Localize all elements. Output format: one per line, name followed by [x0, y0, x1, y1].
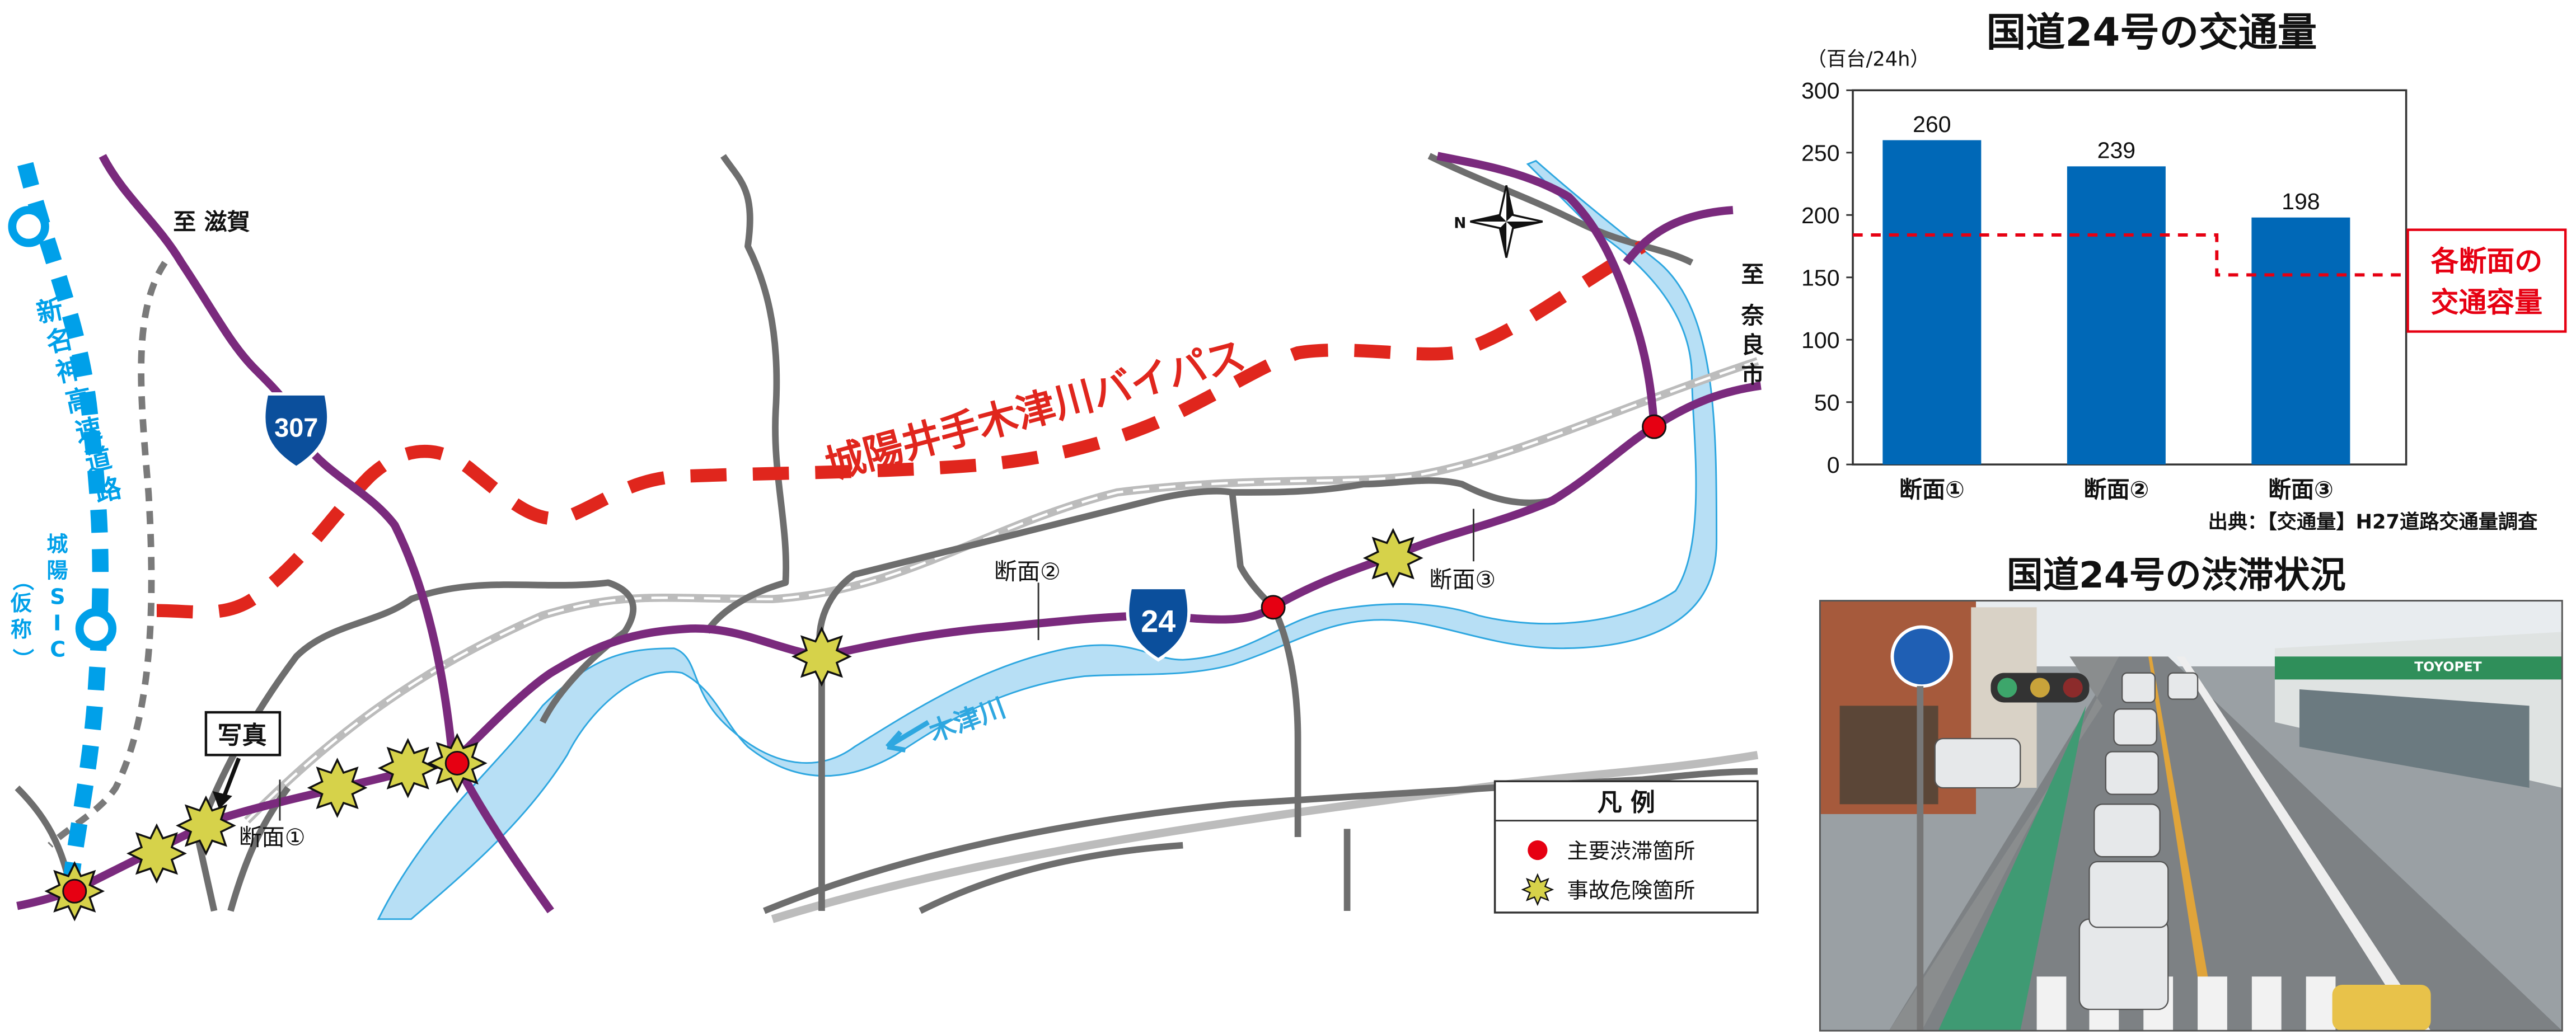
- red-dot-icon: [1528, 840, 1548, 861]
- bar-1: [1882, 140, 1982, 465]
- svg-text:）: ）: [11, 648, 35, 670]
- river-flow-arrow-icon: [885, 720, 930, 753]
- svg-text:307: 307: [274, 413, 318, 442]
- congestion-markers: [62, 414, 1667, 904]
- svg-text:称: 称: [11, 617, 32, 642]
- congestion-photo: TOYOPET: [1819, 600, 2563, 1032]
- svg-text:名: 名: [44, 323, 76, 359]
- legend: 凡 例 主要渋滞箇所 事故危険箇所: [1493, 780, 1759, 914]
- north-arrow-icon: N: [1454, 185, 1543, 258]
- data-label-2: 239: [2097, 138, 2136, 163]
- y-tick-label: 300: [1801, 78, 1840, 104]
- capacity-label-box: [2406, 228, 2567, 333]
- route-307-shield: 307: [262, 392, 330, 470]
- star-icon: [1362, 528, 1423, 589]
- section-1-label: 断面①: [239, 824, 306, 851]
- accident-markers: [44, 528, 1423, 922]
- queued-cars: [1934, 672, 2199, 1010]
- to-shiga-label: 至 滋賀: [173, 209, 250, 236]
- svg-text:速: 速: [73, 413, 105, 449]
- svg-text:路: 路: [92, 473, 124, 509]
- map: 307 24 至 滋賀 至 奈 良 市 城陽井手木津川バイパス 新 名 神 高 …: [8, 152, 1764, 923]
- route-24-shield: 24: [1126, 586, 1191, 662]
- svg-text:神: 神: [53, 353, 85, 389]
- red-dot-icon: [444, 751, 470, 776]
- star-icon: [176, 795, 236, 856]
- section-3-label: 断面③: [1429, 566, 1496, 593]
- svg-text:（: （: [11, 570, 35, 591]
- section-2-label: 断面②: [994, 558, 1061, 585]
- bar-3: [2251, 217, 2350, 465]
- svg-text:城: 城: [46, 532, 68, 557]
- route-24-north-line: [1436, 152, 1659, 427]
- y-tick-label: 200: [1801, 203, 1840, 228]
- photo-title: 国道24号の渋滞状況: [2007, 554, 2346, 596]
- photo-callout: 写真: [204, 711, 282, 810]
- y-tick-label: 100: [1801, 327, 1840, 353]
- chart-source: 出典：【交通量】H27道路交通量調査: [2208, 511, 2538, 534]
- star-icon: [1521, 873, 1554, 906]
- sic-label: 城 陽 S I C （ 仮 称 ）: [10, 532, 68, 670]
- svg-text:C: C: [50, 637, 65, 661]
- svg-text:道: 道: [82, 443, 114, 478]
- svg-text:S: S: [50, 584, 65, 609]
- gray-dashed-road: [48, 261, 168, 848]
- red-dot-icon: [1642, 414, 1667, 439]
- chart-y-unit: （百台/24h）: [1807, 48, 1930, 70]
- svg-text:至: 至: [1741, 261, 1764, 288]
- svg-text:N: N: [1454, 215, 1466, 232]
- y-tick-label: 150: [1801, 265, 1840, 290]
- data-label-1: 260: [1913, 111, 1951, 137]
- svg-text:新: 新: [34, 294, 65, 330]
- sic-marker-north: [8, 206, 49, 247]
- legend-title: 凡 例: [1598, 788, 1655, 817]
- svg-text:陽: 陽: [46, 558, 68, 583]
- svg-text:市: 市: [1741, 361, 1764, 388]
- category-label-1: 断面①: [1899, 476, 1965, 503]
- to-nara-label: 至 奈 良 市: [1741, 261, 1764, 388]
- star-icon: [377, 737, 438, 798]
- expressway-shinmeishin: [17, 162, 109, 895]
- category-label-2: 断面②: [2083, 476, 2149, 503]
- capacity-label-line: 各断面の: [2431, 245, 2542, 278]
- y-tick-label: 250: [1801, 140, 1840, 166]
- toyopet-sign: TOYOPET: [2414, 659, 2481, 675]
- svg-text:奈: 奈: [1741, 302, 1764, 329]
- expressway-label: 新 名 神 高 速 道 路: [34, 294, 124, 509]
- red-dot-icon: [1261, 595, 1286, 620]
- sic-marker-joyo: [75, 608, 117, 650]
- chart-title: 国道24号の交通量: [1987, 10, 2317, 55]
- star-icon: [127, 823, 187, 884]
- capacity-label-line: 交通容量: [2431, 286, 2542, 318]
- data-label-3: 198: [2282, 189, 2320, 214]
- star-icon: [307, 758, 368, 818]
- svg-text:写真: 写真: [217, 721, 266, 750]
- category-label-3: 断面③: [2268, 476, 2334, 503]
- legend-label-accident: 事故危険箇所: [1567, 878, 1696, 903]
- star-icon: [791, 626, 852, 687]
- legend-label-congestion: 主要渋滞箇所: [1567, 839, 1696, 863]
- svg-text:仮: 仮: [10, 591, 32, 615]
- svg-text:良: 良: [1741, 332, 1764, 359]
- bypass-route: [156, 240, 1646, 619]
- svg-text:高: 高: [63, 383, 95, 419]
- svg-text:I: I: [53, 610, 61, 635]
- traffic-chart: 国道24号の交通量 （百台/24h） 0 50 100 150 200 250 300 260…: [1801, 10, 2567, 534]
- y-tick-label: 50: [1814, 389, 1840, 415]
- svg-text:24: 24: [1141, 604, 1175, 638]
- capacity-line: [1853, 233, 2415, 277]
- direction-sign-icon: [1890, 625, 1953, 688]
- red-dot-icon: [62, 878, 87, 904]
- y-tick-label: 0: [1827, 452, 1840, 478]
- bar-2: [2067, 166, 2166, 465]
